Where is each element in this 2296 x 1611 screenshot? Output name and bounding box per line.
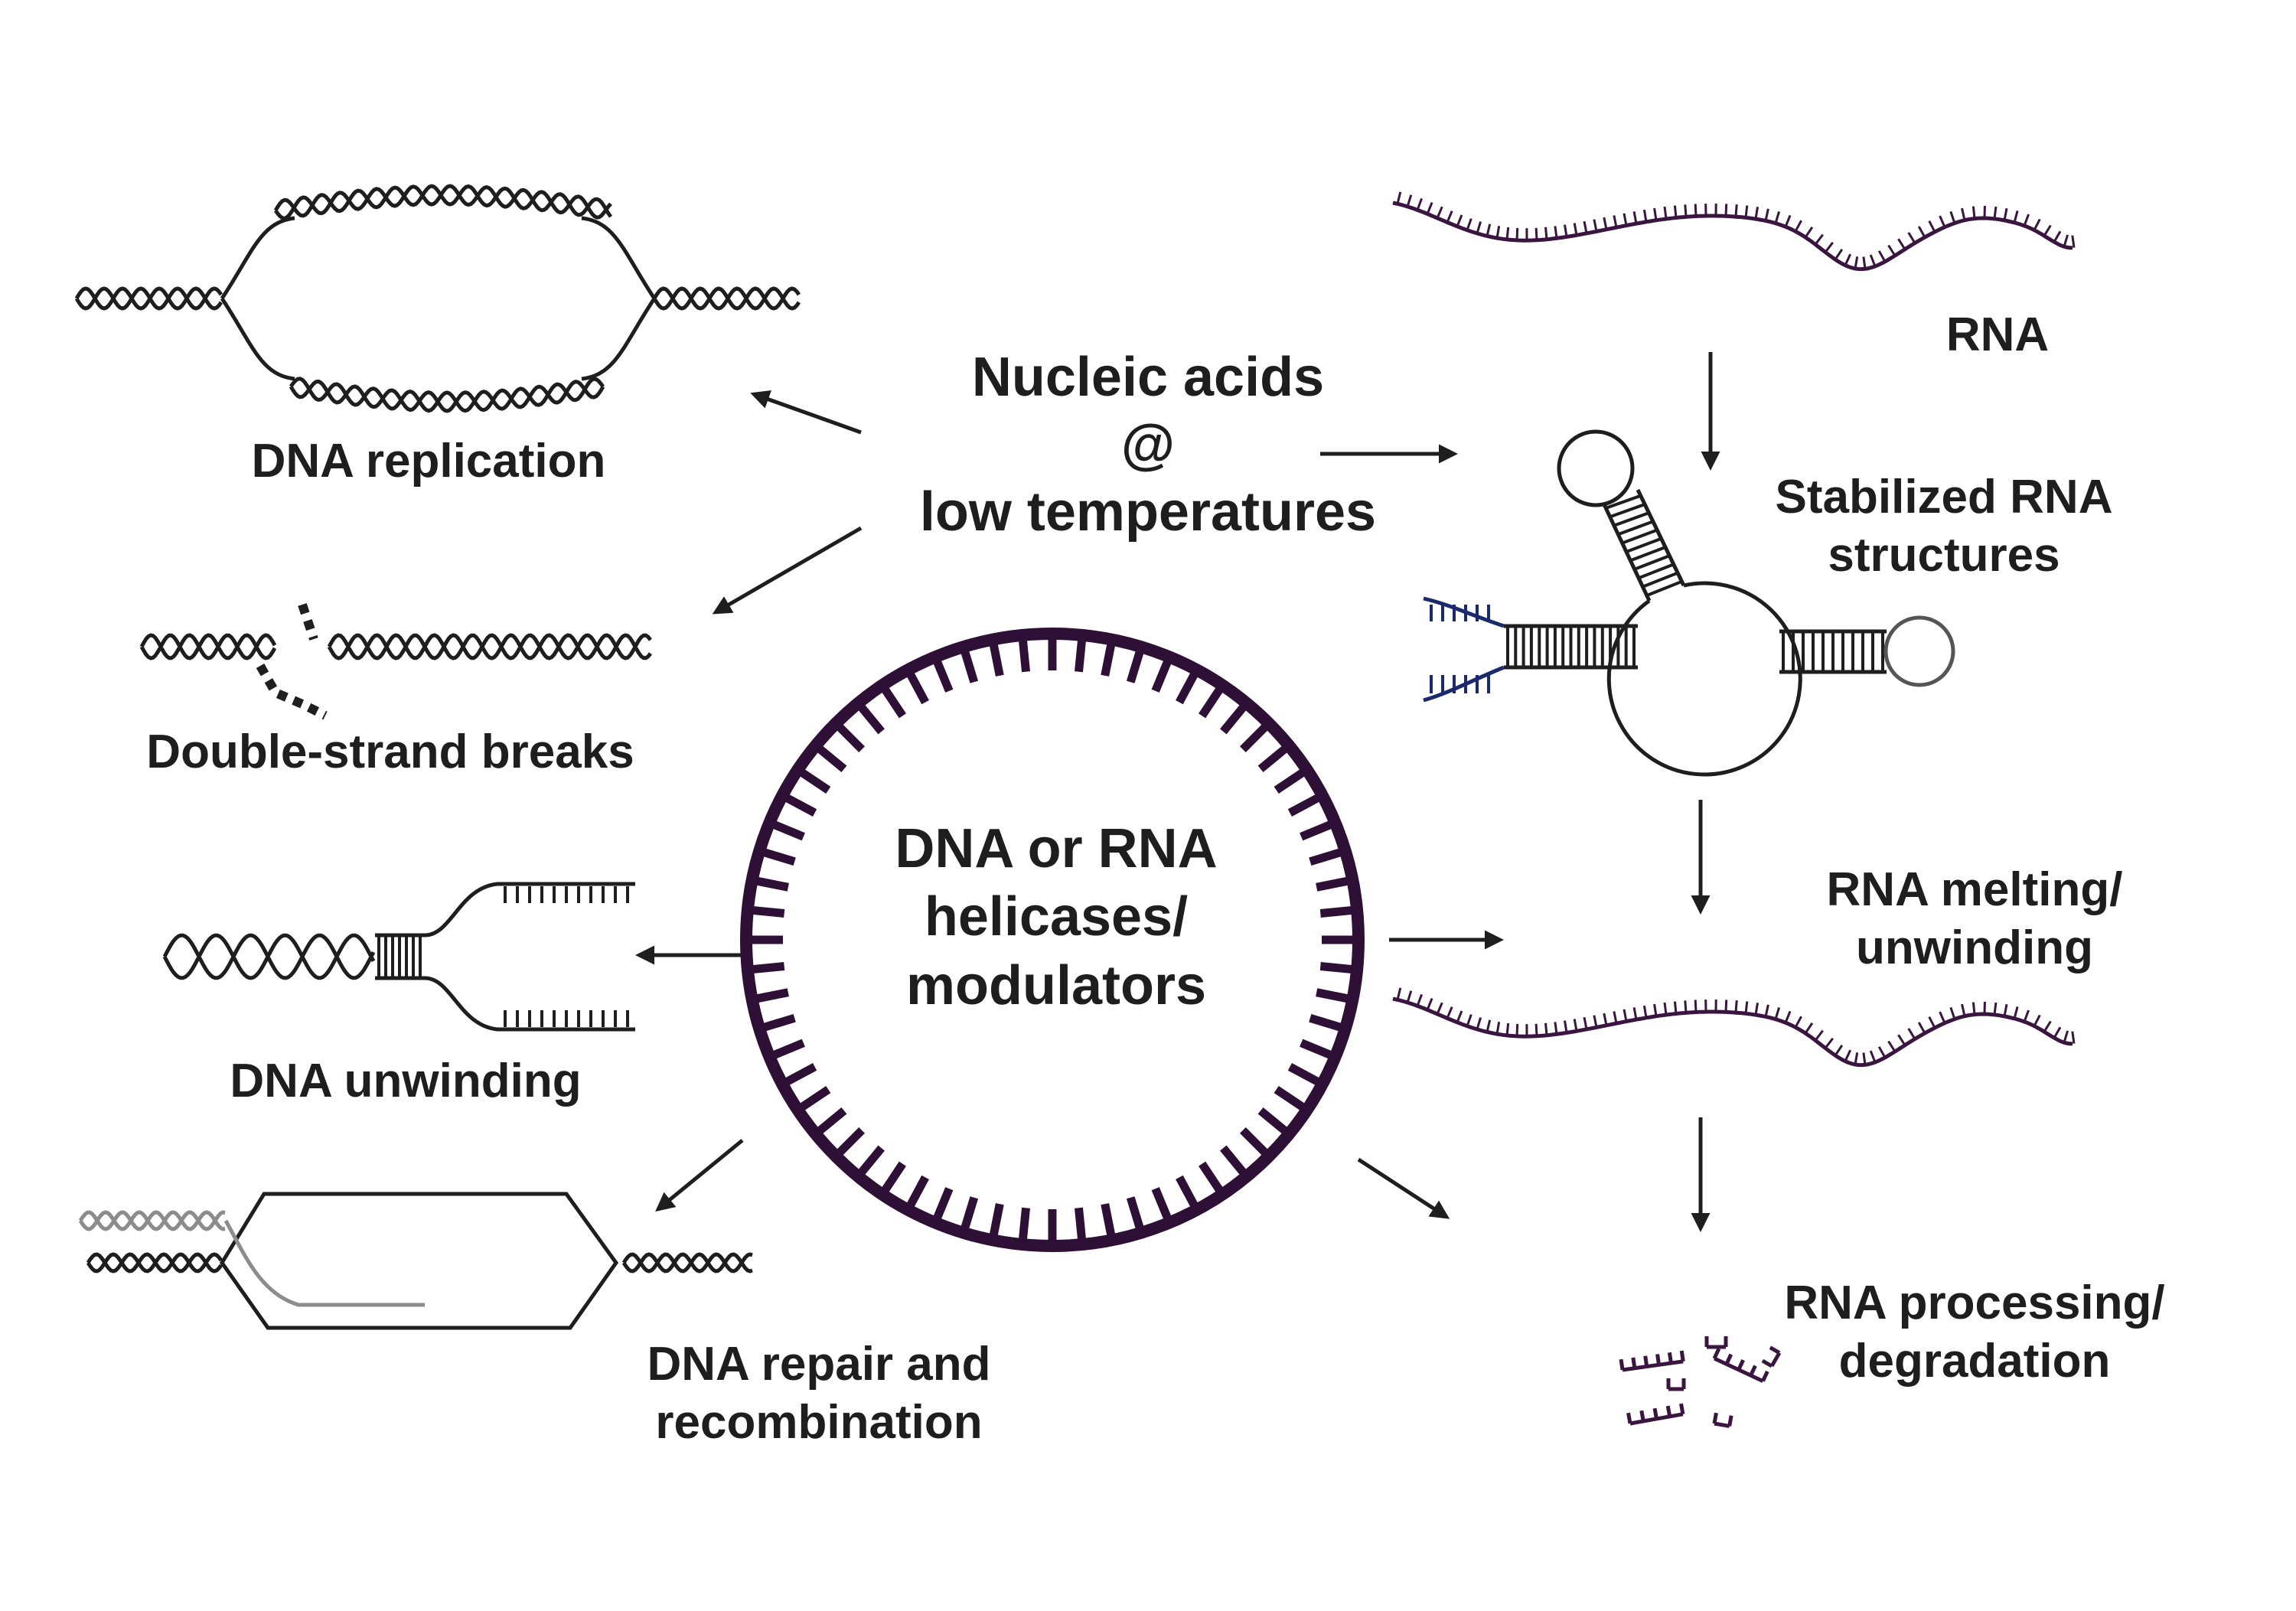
center-title-line-3: low temperatures <box>919 481 1377 543</box>
label-rna-processing: RNA processing/ degradation <box>1714 1274 2235 1390</box>
label-dna-replication: DNA replication <box>251 435 606 488</box>
label-dna-repair-line-2: recombination <box>655 1395 983 1449</box>
base-pair-rungs <box>1506 626 1636 667</box>
center-title-line-1: Nucleic acids <box>971 347 1325 408</box>
arrow-to-replication <box>750 390 862 435</box>
stabilized-rna-structure-icon <box>1423 429 1955 777</box>
rna-strand-melted-icon <box>1392 987 2076 1068</box>
label-double-strand-breaks: Double-strand breaks <box>146 726 634 778</box>
rna-fragment <box>1712 1348 1769 1383</box>
label-rna-processing-line-2: degradation <box>1838 1334 2111 1388</box>
dna-unwinding-icon <box>162 882 635 1032</box>
label-dna-unwinding: DNA unwinding <box>230 1055 582 1107</box>
base-pair-rungs <box>1782 631 1884 672</box>
ring-tick-marks <box>749 637 1355 1243</box>
base-pair-ticks <box>504 1010 629 1027</box>
label-dna-repair: DNA repair and recombination <box>582 1335 1056 1451</box>
label-stabilized-rna: Stabilized RNA structures <box>1714 468 2174 584</box>
rna-fragment <box>1704 1336 1728 1349</box>
rna-fragment <box>1761 1345 1782 1368</box>
rna-fragment <box>1626 1403 1685 1426</box>
label-rna-melting-line-2: unwinding <box>1856 921 2093 974</box>
label-stabilized-rna-line-2: structures <box>1828 528 2060 582</box>
base-pair-ticks <box>1430 605 1490 621</box>
base-pair-rungs <box>1605 494 1682 597</box>
arrows-left <box>635 390 863 1212</box>
rna-fragment <box>1666 1378 1686 1391</box>
center-title-line-2: @ <box>1120 413 1176 475</box>
label-rna-melting-line-1: RNA melting/ <box>1826 863 2123 916</box>
rna-base-ticks <box>1396 191 2076 269</box>
rna-strand-top-icon <box>1392 191 2076 272</box>
base-pair-ticks <box>504 886 629 903</box>
arrow-to-repair <box>655 1139 744 1212</box>
ring-label-line-2: helicases/ <box>924 886 1189 948</box>
ring-label-line-3: modulators <box>905 954 1207 1016</box>
label-stabilized-rna-line-1: Stabilized RNA <box>1775 471 2113 523</box>
arrows-right <box>1320 352 1720 1232</box>
rna-fragment <box>1619 1350 1685 1372</box>
arrow-to-processing <box>1357 1157 1450 1219</box>
center-title: Nucleic acids @ low temperatures <box>872 344 1424 546</box>
ring-label-line-1: DNA or RNA <box>895 818 1218 879</box>
dna-recombination-icon <box>78 1192 753 1330</box>
label-rna-melting: RNA melting/ unwinding <box>1745 861 2204 977</box>
rna-fragments-icon <box>1619 1336 1782 1428</box>
rna-base-ticks <box>1396 987 2076 1065</box>
double-strand-break-icon <box>139 603 652 720</box>
label-rna-processing-line-1: RNA processing/ <box>1784 1277 2165 1329</box>
base-pair-ticks <box>377 935 422 978</box>
rna-fragment <box>1712 1412 1733 1428</box>
arrow-to-breaks <box>712 526 863 615</box>
label-dna-repair-line-1: DNA repair and <box>647 1338 991 1391</box>
helicase-ring-icon <box>740 628 1365 1252</box>
dna-replication-icon <box>74 184 801 413</box>
ring-label: DNA or RNA helicases/ modulators <box>827 815 1286 1020</box>
label-rna: RNA <box>1945 308 2050 361</box>
base-pair-ticks <box>1430 675 1490 693</box>
